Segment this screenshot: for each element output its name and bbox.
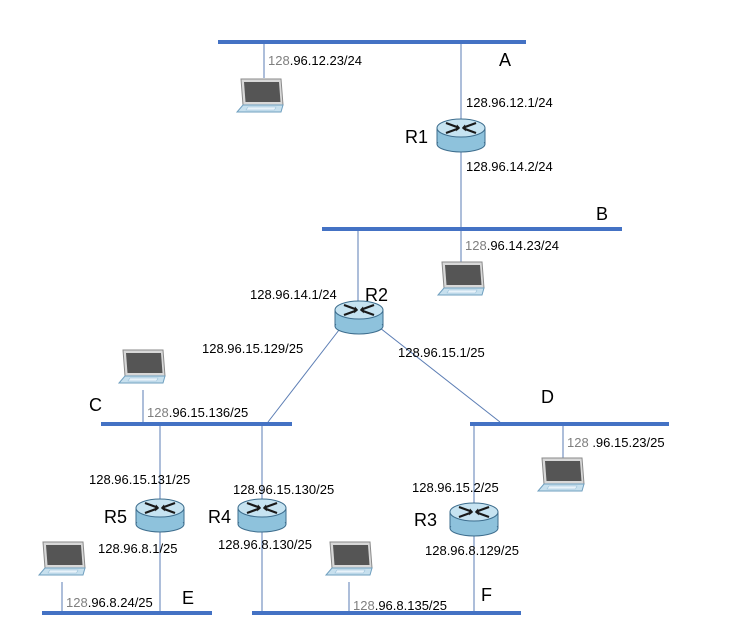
r1-interface-a: 128.96.12.1/24 (466, 95, 553, 110)
network-label-d: D (541, 387, 554, 407)
r2-interface-c: 128.96.15.129/25 (202, 341, 303, 356)
router-r4-label: R4 (208, 507, 231, 527)
r5-interface-c: 128.96.15.131/25 (89, 472, 190, 487)
network-label-b: B (596, 204, 608, 224)
router-r3-icon[interactable] (448, 501, 500, 538)
router-r3-label: R3 (414, 510, 437, 530)
host-e-address: 128.96.8.24/25 (66, 595, 153, 610)
network-label-f: F (481, 585, 492, 605)
r1-interface-b: 128.96.14.2/24 (466, 159, 553, 174)
network-label-e: E (182, 588, 194, 608)
router-r5-icon[interactable] (134, 497, 186, 534)
host-f-address: 128.96.8.135/25 (353, 598, 447, 613)
laptop-a-icon[interactable] (236, 78, 284, 113)
laptop-b-icon[interactable] (437, 261, 485, 296)
host-d-address: 128 .96.15.23/25 (567, 435, 665, 450)
router-r5-label: R5 (104, 507, 127, 527)
link-r2-c (267, 329, 340, 423)
host-b-address: 128.96.14.23/24 (465, 238, 559, 253)
r3-interface-f: 128.96.8.129/25 (425, 543, 519, 558)
r3-interface-d: 128.96.15.2/25 (412, 480, 499, 495)
router-r4-icon[interactable] (236, 497, 288, 534)
r4-interface-c: 128.96.15.130/25 (233, 482, 334, 497)
laptop-c-icon[interactable] (118, 349, 166, 384)
network-label-a: A (499, 50, 511, 70)
laptop-f-icon[interactable] (325, 541, 373, 576)
router-r2-icon[interactable] (333, 299, 385, 336)
host-c-address: 128.96.15.136/25 (147, 405, 248, 420)
router-r2-label: R2 (365, 285, 388, 305)
r5-interface-e: 128.96.8.1/25 (98, 541, 178, 556)
router-r1-label: R1 (405, 127, 428, 147)
laptop-e-icon[interactable] (38, 541, 86, 576)
r4-interface-f: 128.96.8.130/25 (218, 537, 312, 552)
r2-interface-b: 128.96.14.1/24 (250, 287, 337, 302)
host-a-address: 128.96.12.23/24 (268, 53, 362, 68)
network-label-c: C (89, 395, 102, 415)
link-r2-d (379, 327, 501, 423)
router-r1-icon[interactable] (435, 117, 487, 154)
laptop-d-icon[interactable] (537, 457, 585, 492)
r2-interface-d: 128.96.15.1/25 (398, 345, 485, 360)
